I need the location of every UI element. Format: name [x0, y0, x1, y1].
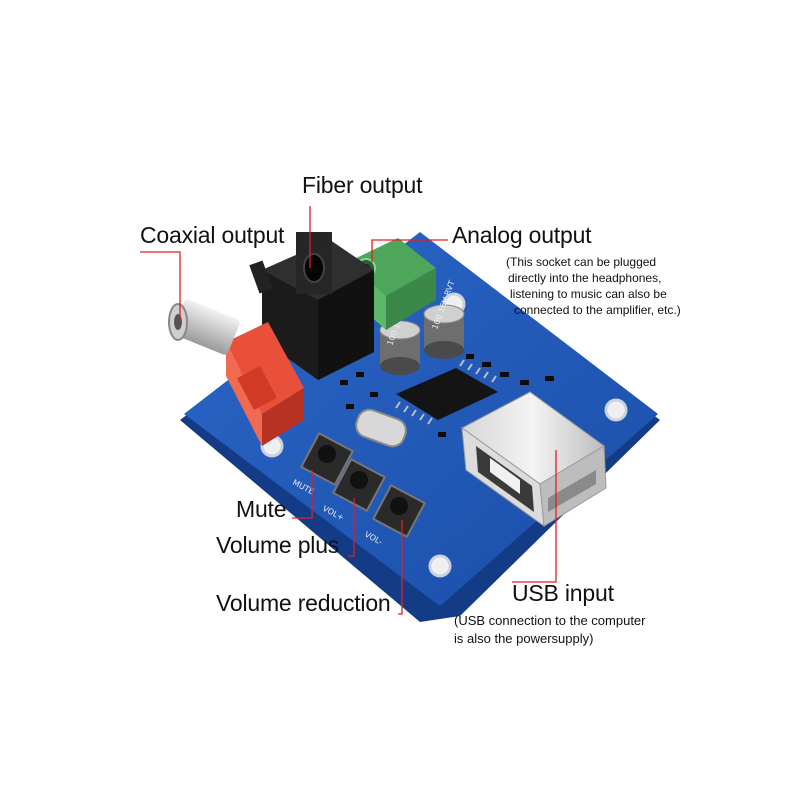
capacitor — [379, 320, 421, 375]
label-mute: Mute — [236, 496, 287, 522]
coaxial-connector — [168, 299, 304, 446]
leader-line-mute — [292, 470, 313, 519]
leader-line-analog — [371, 239, 448, 262]
label-fiber-output: Fiber output — [302, 172, 423, 198]
leader-line-volume-plus — [348, 498, 355, 557]
mount-hole — [428, 554, 452, 578]
usb-note-line: is also the powersupply) — [454, 631, 594, 646]
analog-output-note: (This socket can be plugged directly int… — [506, 254, 681, 318]
leader-line-coaxial — [140, 251, 181, 322]
usb-note-line: (USB connection to the computer — [454, 613, 646, 628]
usb-input-note: (USB connection to the computer is also … — [454, 612, 646, 648]
mount-hole — [604, 398, 628, 422]
fiber-connector — [249, 232, 374, 380]
analog-note-line: listening to music can also be — [510, 287, 667, 301]
analog-note-line: connected to the amplifier, etc.) — [514, 303, 681, 317]
label-volume-plus: Volume plus — [216, 532, 340, 558]
label-volume-reduction: Volume reduction — [216, 590, 391, 616]
analog-note-line: directly into the headphones, — [508, 271, 662, 285]
dac-chip — [395, 359, 498, 425]
label-analog-output: Analog output — [452, 222, 592, 248]
capacitor — [423, 304, 465, 359]
leader-line-usb — [512, 450, 557, 583]
crystal-oscillator — [355, 408, 407, 448]
volume-reduction-push-button — [371, 483, 427, 539]
label-usb-input: USB input — [512, 580, 614, 606]
mute-push-button — [299, 431, 355, 487]
leader-line-volume-reduction — [398, 520, 403, 615]
leader-lines — [140, 206, 557, 615]
label-coaxial-output: Coaxial output — [140, 222, 285, 248]
analog-note-line: (This socket can be plugged — [506, 255, 657, 269]
volume-plus-push-button — [331, 457, 387, 513]
